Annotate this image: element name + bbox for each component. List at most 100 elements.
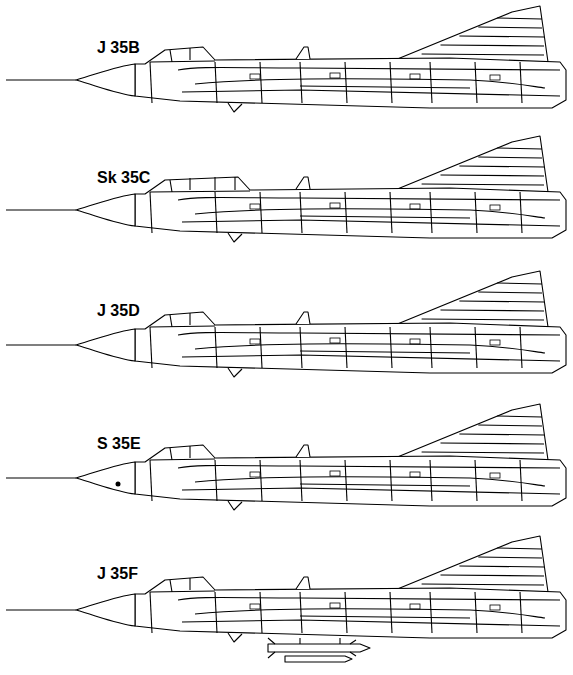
access-panel xyxy=(330,203,340,208)
access-panel xyxy=(490,75,500,80)
access-panel xyxy=(410,204,420,209)
tail-fin xyxy=(395,536,548,592)
fuselage xyxy=(135,47,566,108)
panel-line xyxy=(345,592,347,633)
panel-line xyxy=(260,327,262,368)
landing-gear-door xyxy=(228,233,242,242)
panel-line xyxy=(430,592,432,633)
access-panel xyxy=(330,73,340,78)
panel-line xyxy=(345,192,347,233)
access-panel xyxy=(410,472,420,477)
fin-panel-line xyxy=(441,175,545,176)
panel-line xyxy=(260,460,262,501)
panel-line xyxy=(260,192,262,233)
access-panel xyxy=(410,339,420,344)
access-panel xyxy=(490,473,500,478)
pitot-probe xyxy=(6,344,76,345)
pylon xyxy=(299,638,300,644)
panel-line xyxy=(390,62,392,103)
dorsal-aerial xyxy=(296,177,310,189)
panel-line xyxy=(345,327,347,368)
panel-line xyxy=(300,592,302,633)
panel-line xyxy=(520,327,522,368)
tail-fin xyxy=(395,136,548,192)
dorsal-aerial xyxy=(296,47,310,59)
access-panel xyxy=(410,74,420,79)
access-panel xyxy=(250,339,260,344)
access-panel xyxy=(250,472,260,477)
fin-panel-line xyxy=(459,36,544,37)
panel-line xyxy=(520,192,522,233)
wing-lower-line xyxy=(182,355,560,361)
camera-port xyxy=(116,482,121,487)
panel-line xyxy=(475,62,477,103)
panel-line xyxy=(150,192,152,233)
panel-line xyxy=(475,460,477,501)
variant-label: J 35D xyxy=(97,303,140,319)
panel-line xyxy=(390,592,392,633)
wing-fairing xyxy=(300,616,470,618)
panel-line xyxy=(300,460,302,501)
tail-fin xyxy=(395,6,548,62)
fuselage xyxy=(135,312,566,373)
panel-line xyxy=(300,327,302,368)
fin-panel-line xyxy=(478,425,542,426)
fin-panel-line xyxy=(459,166,544,167)
fin-panel-line xyxy=(459,434,544,435)
nose-cone xyxy=(76,594,135,626)
access-panel xyxy=(330,603,340,608)
access-panel xyxy=(250,604,260,609)
fin-panel-line xyxy=(478,157,542,158)
landing-gear-door xyxy=(228,103,242,112)
panel-line xyxy=(260,592,262,633)
access-panel xyxy=(490,605,500,610)
wing-lower-line xyxy=(182,90,560,96)
access-panel xyxy=(490,340,500,345)
panel-line xyxy=(150,460,152,501)
aircraft-profile xyxy=(6,6,566,112)
panel-line xyxy=(430,460,432,501)
canopy-frame xyxy=(189,178,190,190)
variant-label: Sk 35C xyxy=(97,170,150,186)
canopy-frame xyxy=(170,180,172,192)
fin-panel-line xyxy=(478,292,542,293)
access-panel xyxy=(250,74,260,79)
variant-label: J 35B xyxy=(97,40,140,56)
fuselage xyxy=(135,177,566,238)
panel-line xyxy=(215,327,217,368)
fin-panel-line xyxy=(497,148,542,149)
panel-line xyxy=(390,327,392,368)
wing-fairing xyxy=(300,351,470,353)
fin-panel-line xyxy=(422,452,544,453)
nose-cone xyxy=(76,64,135,96)
panel-line xyxy=(430,62,432,103)
fuselage xyxy=(135,445,566,506)
canopy-frame xyxy=(170,448,172,460)
missile xyxy=(285,656,352,662)
missile-fins xyxy=(268,638,356,658)
panel-line xyxy=(215,592,217,633)
canopy-frame xyxy=(170,315,172,327)
missile xyxy=(268,644,370,652)
canopy-sill xyxy=(150,191,250,192)
canopy-frame xyxy=(189,313,190,325)
fin-panel-line xyxy=(459,301,544,302)
panel-line xyxy=(300,192,302,233)
wing-fairing xyxy=(300,484,470,486)
access-panel xyxy=(330,338,340,343)
panel-line xyxy=(520,460,522,501)
nose-cone xyxy=(76,194,135,226)
wing-fairing xyxy=(300,86,470,88)
panel-line xyxy=(215,192,217,233)
aircraft-profile xyxy=(6,271,566,377)
panel-line xyxy=(215,460,217,501)
wing-lower-line xyxy=(182,220,560,226)
canopy-frame xyxy=(170,580,172,592)
dorsal-aerial xyxy=(296,577,310,589)
variant-label: J 35F xyxy=(97,566,138,582)
dorsal-aerial xyxy=(296,445,310,457)
wing-root-line xyxy=(178,198,560,201)
tail-fin xyxy=(395,404,548,460)
panel-line xyxy=(150,327,152,368)
